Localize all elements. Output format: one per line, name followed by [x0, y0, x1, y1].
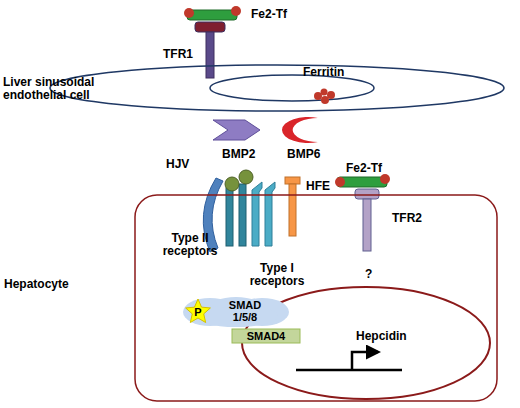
gene-line: [296, 369, 402, 372]
node-star: P: [185, 299, 211, 325]
cell-outline: [50, 65, 504, 111]
node-outline: [0, 190, 500, 404]
node-box: SMAD4: [232, 329, 300, 343]
transcription-arrow: [352, 352, 378, 370]
receptor-stem: [226, 188, 233, 246]
node-cloud: SMAD 1/5/8 P: [182, 296, 290, 328]
bmp2-chevron: [213, 120, 260, 140]
iron-atom: [231, 6, 241, 16]
iron-atom: [184, 8, 194, 18]
label-text: HFE: [306, 180, 330, 193]
receptor-stem: [206, 32, 214, 78]
label-text: HJV: [166, 158, 189, 171]
ferritin-blob: [321, 89, 328, 96]
label-text: Type I receptors: [247, 262, 307, 288]
label-text: BMP6: [287, 148, 320, 161]
receptor-head: [195, 22, 225, 32]
label-text: Ferritin: [303, 66, 344, 79]
node-ellipse: Liver sinusoidal endothelial cell: [0, 62, 510, 114]
label-text: Fe2-Tf: [251, 8, 287, 21]
label-text: Type II receptors: [160, 232, 220, 258]
label-text: Fe2-Tf: [346, 162, 382, 175]
ligand-ball: [225, 177, 239, 191]
hfe-head: [285, 177, 300, 184]
transferrin-bar: [187, 10, 237, 20]
label-text: TFR2: [392, 212, 422, 225]
iron-atom: [335, 177, 345, 187]
node-text: Hepatocyte: [4, 278, 69, 291]
receptor-head: [355, 189, 379, 199]
node-text: P: [185, 306, 211, 318]
node-text: SMAD 1/5/8: [218, 299, 272, 323]
iron-atom: [380, 174, 390, 184]
smad4-box: [232, 329, 300, 343]
ferritin-blob: [327, 91, 335, 99]
cell-nucleus: [210, 75, 374, 101]
receptor-stem: [239, 184, 246, 246]
receptor-stem: [265, 182, 275, 246]
label-text: Hepcidin: [356, 330, 407, 343]
phospho-star: [186, 299, 211, 323]
node-text: Liver sinusoidal endothelial cell: [3, 76, 111, 102]
ligand-ball: [239, 170, 253, 184]
label-text: TFR1: [163, 48, 193, 61]
receptor-stem: [363, 199, 371, 251]
receptor-stem: [252, 182, 262, 246]
hfe-stem: [289, 184, 296, 236]
label-text: ?: [365, 268, 372, 281]
node-text: SMAD4: [232, 330, 300, 342]
node-roundrect: HepatocyteSMAD 1/5/8 P SMAD4: [0, 190, 500, 404]
cell-outline: [135, 195, 497, 401]
bmp6-crescent: [282, 117, 318, 143]
label-text: BMP2: [222, 148, 255, 161]
